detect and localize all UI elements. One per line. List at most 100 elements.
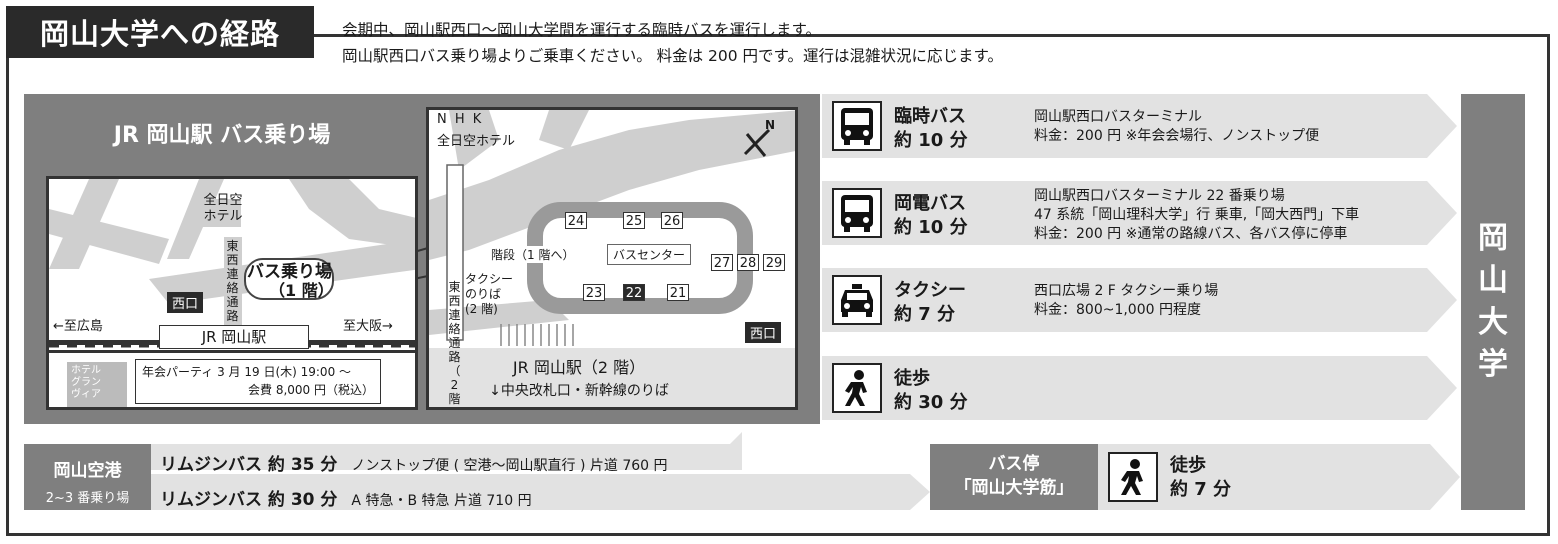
okayama-airport-box: 岡山空港 2~3 番乗り場 [24, 444, 151, 510]
limo2-time: リムジンバス 約 30 分 [160, 490, 338, 510]
route-detail-line: 料金：200 円 ※通常の路線バス、各バス停に停車 [1034, 226, 1348, 242]
dest-char-4: 学 [1478, 347, 1508, 382]
bus-stop-walk-info: 徒歩 約 7 分 [1170, 454, 1231, 502]
hotel-granvia-label: ホテル グラン ヴィア [71, 365, 101, 401]
to-osaka-label: 至大阪→ [343, 319, 393, 334]
party-line-2: 会費 8,000 円（税込） [248, 383, 374, 397]
bus-stop-walk-mode: 徒歩 [1170, 455, 1206, 476]
station-panel-title: JR 岡山駅 バス乗り場 [113, 123, 331, 148]
map2-roads [429, 110, 795, 407]
bus-stop-line-2: 「岡山大学筋」 [954, 478, 1074, 498]
to-hiroshima-label: ←至広島 [53, 319, 103, 334]
bus-stop-walk-time: 約 7 分 [1170, 479, 1232, 500]
party-line-1: 年会パーティ 3 月 19 日(木) 19:00 ～ [142, 365, 352, 379]
second-floor-map: N H K 全日空ホテル N 階段（1 階へ） バスセンター タクシー のりば … [426, 107, 798, 410]
bus-center-label: バスセンター [607, 244, 692, 265]
route-arrow [822, 356, 1457, 420]
vertical-char: 東 [448, 280, 461, 294]
granvia-line-3: ヴィア [71, 389, 101, 400]
route-row: 臨時バス約 10 分岡山駅西口バスターミナル料金：200 円 ※年会会場行、ノン… [822, 94, 1460, 158]
vertical-char: 西 [226, 253, 239, 267]
route-detail-line: 料金：800~1,000 円程度 [1034, 302, 1201, 318]
bus-icon [832, 101, 882, 151]
vertical-char: 東 [226, 239, 239, 253]
ana-hotel-label-2f: 全日空ホテル [437, 134, 516, 149]
vertical-char: 通 [226, 295, 239, 309]
bus-stop-walk-arrow [1090, 444, 1460, 510]
jr-okayama-station-label: JR 岡山駅 [159, 325, 309, 349]
airport-arrows [140, 432, 930, 510]
route-row: 徒歩約 30 分 [822, 356, 1460, 420]
limo1-detail: ノンストップ便 ( 空港～岡山駅直行 ) 片道 760 円 [351, 458, 668, 474]
limo1-time: リムジンバス 約 35 分 [160, 455, 338, 475]
route-row: タクシー約 7 分西口広場 2 F タクシー乗り場料金：800~1,000 円程… [822, 268, 1460, 332]
dest-char-1: 岡 [1478, 221, 1508, 256]
granvia-line-2: グラン [71, 377, 101, 388]
vertical-char: （ [448, 364, 461, 378]
vertical-char: 連 [226, 267, 239, 281]
route-time: 約 10 分 [894, 217, 968, 238]
limo2-detail: A 特急・B 特急 片道 710 円 [351, 493, 532, 509]
route-mode: 岡電バス [894, 193, 966, 214]
bus-stop-21: 21 [667, 284, 689, 301]
bus-stop-23: 23 [583, 284, 605, 301]
nhk-label: N H K [437, 112, 484, 127]
ground-floor-map: 全日空 ホテル 東西連絡通路 バス乗り場 （1 階） 西口 ←至広島 至大阪→ … [46, 176, 418, 410]
route-mode: タクシー [894, 280, 966, 301]
dest-char-3: 大 [1478, 305, 1508, 340]
route-time: 約 10 分 [894, 130, 968, 151]
bus-stop-line-1: バス停 [988, 454, 1040, 474]
dest-char-2: 山 [1478, 263, 1508, 298]
airport-platform: 2~3 番乗り場 [45, 491, 130, 506]
stairs-label: 階段（1 階へ） [491, 246, 575, 263]
vertical-char: 絡 [448, 322, 461, 336]
route-detail-line: 料金：200 円 ※年会会場行、ノンストップ便 [1034, 128, 1320, 144]
bus-stop-24: 24 [565, 212, 587, 229]
party-info-box: 年会パーティ 3 月 19 日(木) 19:00 ～ 会費 8,000 円（税込… [135, 359, 381, 404]
bus-stop-28: 28 [737, 254, 759, 271]
ana-hotel-line-1: 全日空 [203, 193, 243, 208]
route-time: 約 7 分 [894, 304, 956, 325]
bus-stop-22: 22 [623, 284, 645, 301]
route-arrow [822, 181, 1457, 245]
walking-icon [832, 363, 882, 413]
taxi-line-2: のりば [465, 287, 502, 301]
north-indicator: N [765, 118, 776, 132]
map1-roads [49, 179, 415, 407]
ana-hotel-label: 全日空 ホテル [199, 193, 247, 225]
ana-hotel-line-2: ホテル [203, 209, 243, 224]
station-2f-label: JR 岡山駅（2 階） [512, 358, 646, 377]
route-time: 約 30 分 [894, 392, 968, 413]
vertical-char: 西 [448, 294, 461, 308]
route-detail-line: 岡山駅西口バスターミナル [1034, 109, 1202, 125]
vertical-char: 路 [226, 309, 239, 323]
route-arrow [822, 268, 1457, 332]
connecting-path-label: 東西連絡通路 [225, 239, 240, 323]
taxi-icon [832, 275, 882, 325]
limousine-row-1: リムジンバス 約 35 分ノンストップ便 ( 空港～岡山駅直行 ) 片道 760… [160, 450, 668, 475]
route-mode: 徒歩 [894, 368, 930, 389]
taxi-line-3: (2 階) [465, 302, 498, 316]
bus-stop-29: 29 [763, 254, 785, 271]
bus-stop-27: 27 [711, 254, 733, 271]
route-detail-line: 岡山駅西口バスターミナル 22 番乗り場 [1034, 188, 1285, 204]
walking-icon [1108, 452, 1158, 502]
intro-line-2: 岡山駅西口バス乗り場よりご乗車ください。 料金は 200 円です。運行は混雑状況… [342, 47, 1003, 65]
bus-stop-26: 26 [661, 212, 683, 229]
intro-line-1: 会期中、岡山駅西口～岡山大学間を運行する臨時バスを運行します。 [342, 21, 821, 39]
vertical-char: 路 [448, 350, 461, 364]
limousine-row-2: リムジンバス 約 30 分 A 特急・B 特急 片道 710 円 [160, 485, 532, 510]
west-exit-label-2f: 西口 [745, 322, 782, 343]
bus-stop-floor: （1 階） [269, 281, 334, 300]
granvia-line-1: ホテル [71, 365, 101, 376]
vertical-char: 階 [448, 392, 461, 406]
vertical-char: ） [447, 406, 462, 407]
vertical-char: 2 [450, 378, 459, 392]
vertical-char: 通 [448, 336, 461, 350]
bus-icon [832, 188, 882, 238]
taxi-stand-label: タクシー のりば (2 階) [465, 272, 513, 317]
vertical-char: 連 [448, 308, 461, 322]
route-arrow [822, 94, 1457, 158]
